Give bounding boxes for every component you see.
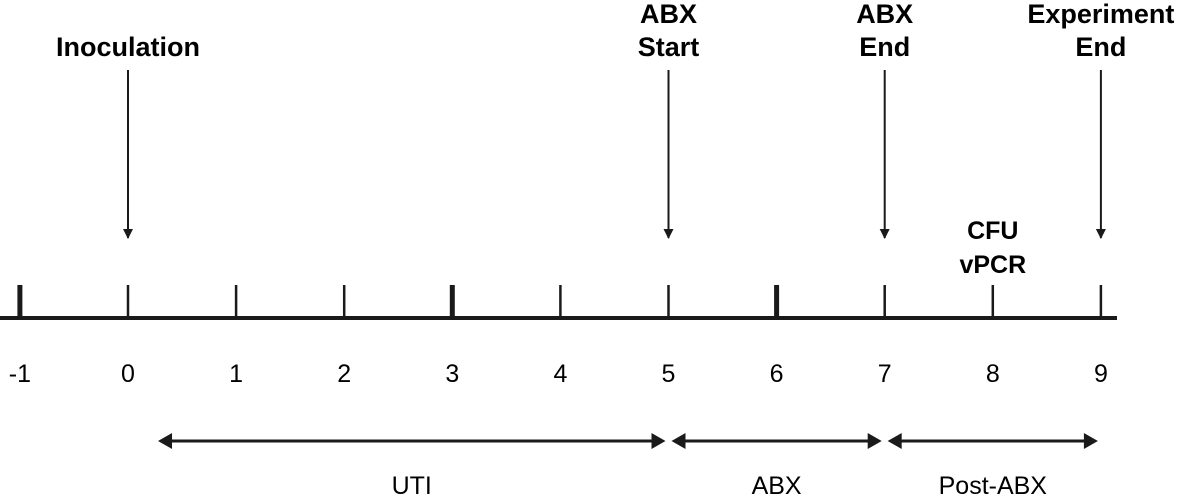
event-label-line: End [1075,32,1126,62]
measurement-label-line: vPCR [959,251,1026,279]
tick-label: 9 [1094,360,1108,388]
event-abx-start: ABX Start [638,0,700,239]
phase-arrowhead-left [671,433,686,449]
tick-label: -1 [9,360,31,388]
phase-abx: ABX [671,433,882,500]
event-inoculation: Inoculation [56,32,200,239]
event-label-line: End [859,32,910,62]
phase-label: UTI [392,472,432,499]
event-label-line: Experiment [1027,0,1174,29]
event-label: ABX Start [638,0,700,62]
tick-label: 0 [121,360,135,388]
event-label: ABX End [856,0,913,62]
phase-post-abx: Post-ABX [887,433,1098,500]
event-label: Inoculation [56,32,200,62]
tick-label: 2 [337,360,351,388]
ticks-layer: -1 0 1 2 3 4 5 6 7 8 9 [9,285,1108,388]
tick-label: 5 [662,360,676,388]
tick-label: 6 [770,360,784,388]
phase-arrowhead-left [158,433,173,449]
tick-label: 1 [229,360,243,388]
phase-arrowhead-right [651,433,666,449]
phase-label: Post-ABX [939,472,1048,499]
event-label-line: ABX [856,0,913,29]
phases-layer: UTI ABX Post-ABX [158,433,1098,500]
tick-label: 3 [445,360,459,388]
measurement-label-line: CFU [967,217,1018,245]
tick-label: 7 [878,360,892,388]
phase-arrowhead-right [867,433,882,449]
event-label-line: Start [638,32,700,62]
event-label-line: ABX [640,0,697,29]
tick-label: 8 [986,360,1000,388]
event-abx-end: ABX End [856,0,913,239]
phase-uti: UTI [158,433,666,500]
phase-arrowhead-right [1083,433,1098,449]
phase-label: ABX [752,472,802,499]
phase-arrowhead-left [887,433,902,449]
event-label-line: Inoculation [56,32,200,62]
measurement-label: CFU vPCR [959,217,1026,279]
tick-label: 4 [553,360,567,388]
